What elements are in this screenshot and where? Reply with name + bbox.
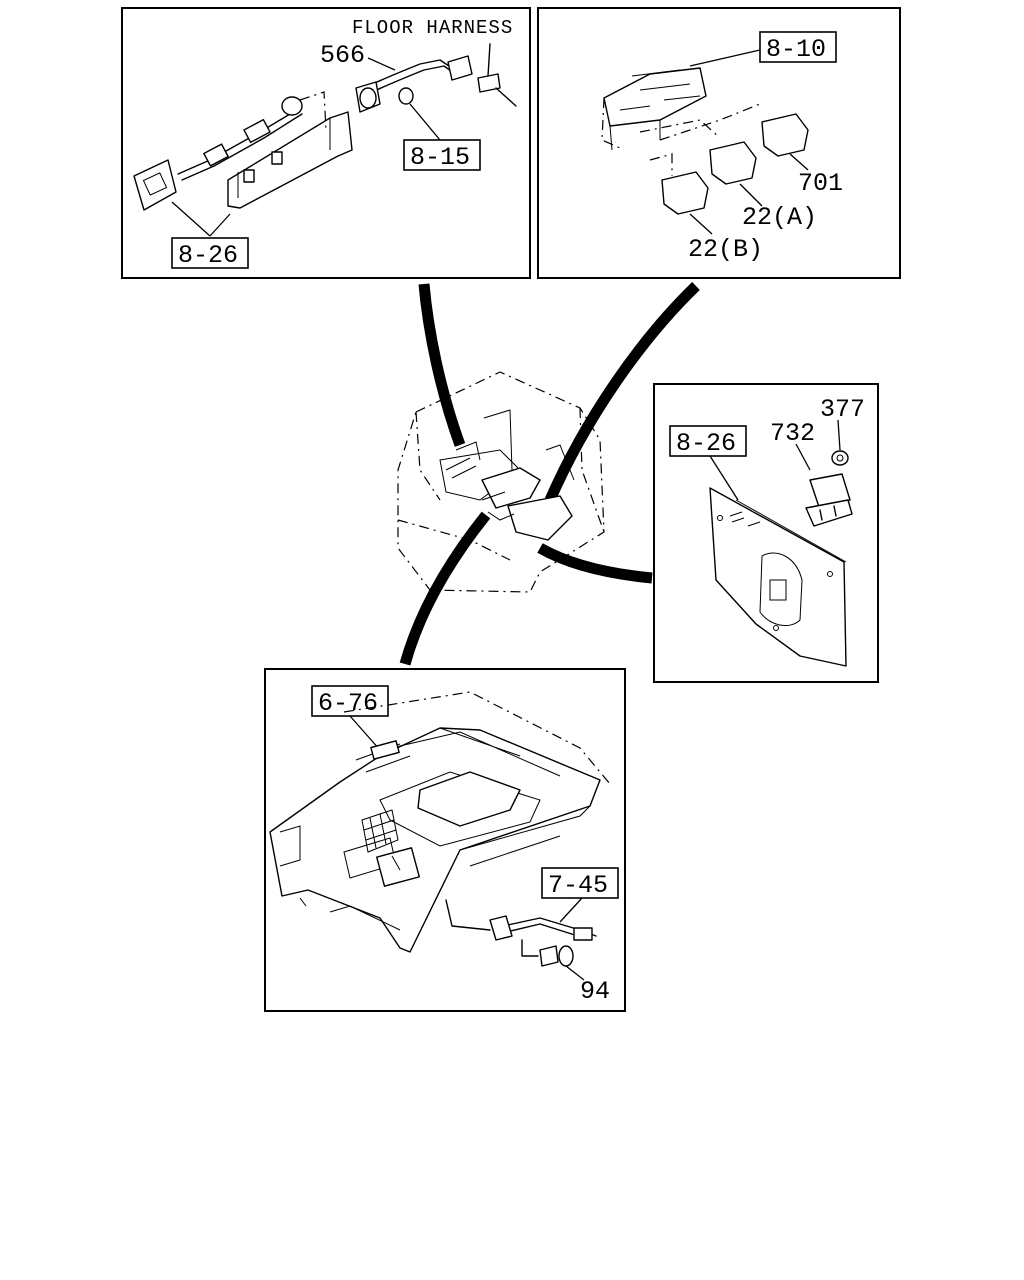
panel-relays: 8-10 701 22(A) 22(B): [537, 7, 901, 279]
part-22a-label: 22(A): [742, 203, 817, 232]
part-94-label: 94: [580, 977, 610, 1006]
cab-overview: [397, 371, 605, 593]
ref-8-15-label: 8-15: [410, 143, 470, 172]
ref-7-45-label: 7-45: [548, 871, 608, 900]
part-732-label: 732: [770, 419, 815, 448]
panel-bracket: 377 732 8-26: [653, 383, 879, 683]
callout-curve-right: [537, 543, 653, 584]
panel-console: 6-76 7-45 94: [264, 668, 626, 1012]
ref-8-26-label-left: 8-26: [178, 241, 238, 270]
ref-6-76-label: 6-76: [318, 689, 378, 718]
callout-curves: [399, 282, 700, 666]
part-377-label: 377: [820, 395, 865, 424]
part-22b-label: 22(B): [688, 235, 763, 264]
panel-floor-harness: FLOOR HARNESS 566 8-15 8-26: [121, 7, 531, 279]
part-566-label: 566: [320, 41, 365, 70]
callout-curve-top-right: [544, 282, 700, 503]
ref-8-10-label: 8-10: [766, 35, 826, 64]
part-701-label: 701: [798, 169, 843, 198]
floor-harness-label: FLOOR HARNESS: [352, 17, 513, 39]
ref-8-26-label-right: 8-26: [676, 429, 736, 458]
callout-curve-top-left: [418, 283, 466, 447]
callout-curve-bottom: [399, 511, 491, 666]
